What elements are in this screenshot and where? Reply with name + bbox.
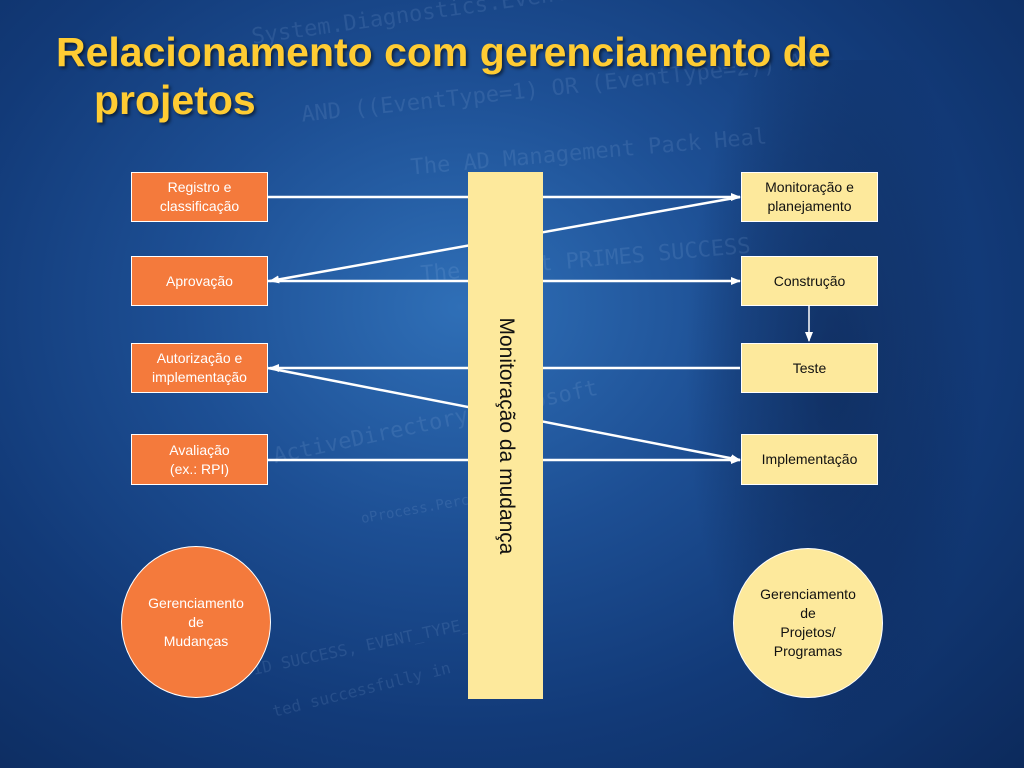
box-avaliacao: Avaliação (ex.: RPI) xyxy=(131,434,268,485)
box-construcao: Construção xyxy=(741,256,878,306)
circle-text: Mudanças xyxy=(163,632,229,649)
circle-text: Programas xyxy=(773,643,843,659)
circle-text: de xyxy=(188,613,204,630)
circle-text: Gerenciamento xyxy=(148,594,244,611)
box-text: (ex.: RPI) xyxy=(169,460,230,477)
box-text: Implementação xyxy=(761,451,858,467)
box-text: Registro e xyxy=(167,179,232,195)
box-text: Autorização e xyxy=(156,350,243,366)
change-monitoring-bar: Monitoração da mudança xyxy=(468,172,543,699)
box-text: Aprovação xyxy=(166,272,233,289)
slide-title: Relacionamento com gerenciamento de proj… xyxy=(56,28,956,124)
circle-text: Gerenciamento xyxy=(760,586,856,602)
box-implementacao: Implementação xyxy=(741,434,878,485)
box-aprovacao: Aprovação xyxy=(131,256,268,306)
box-text: Teste xyxy=(792,359,827,376)
circle-text: de xyxy=(800,605,816,621)
box-monitoracao-planejamento: Monitoração e planejamento xyxy=(741,172,878,222)
slide-title-line2: projetos xyxy=(94,77,256,123)
box-text: Avaliação xyxy=(169,441,230,458)
change-monitoring-label: Monitoração da mudança xyxy=(494,317,518,554)
box-text: classificação xyxy=(159,198,240,214)
slide-title-line1: Relacionamento com gerenciamento de xyxy=(56,29,831,75)
circle-text: Projetos/ xyxy=(780,624,836,640)
box-text: planejamento xyxy=(767,198,852,214)
box-text: implementação xyxy=(152,369,247,385)
box-text: Monitoração e xyxy=(765,179,854,195)
box-autorizacao-implementacao: Autorização e implementação xyxy=(131,343,268,393)
box-registro-classificacao: Registro e classificação xyxy=(131,172,268,222)
box-text: Construção xyxy=(773,272,846,289)
box-teste: Teste xyxy=(741,343,878,393)
